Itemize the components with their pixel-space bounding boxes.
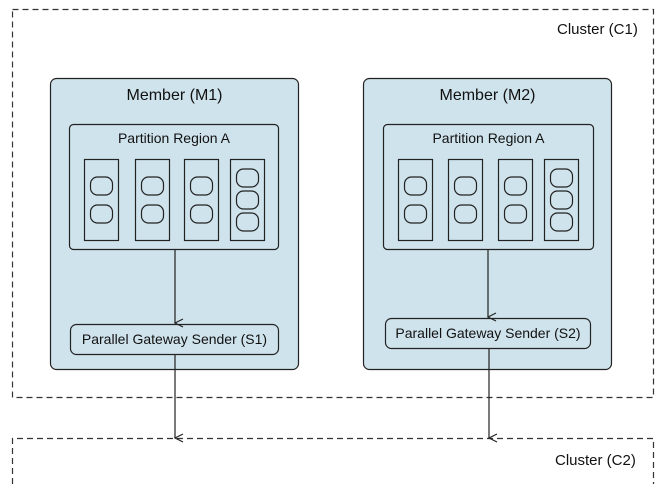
partition-region-m1-label: Partition Region A bbox=[117, 130, 231, 146]
bucket-entry bbox=[549, 168, 574, 188]
bucket-column bbox=[447, 158, 484, 242]
bucket-column bbox=[183, 158, 220, 242]
bucket-entry bbox=[189, 204, 214, 224]
bucket-entry bbox=[235, 190, 260, 210]
cluster-c2-boundary bbox=[11, 437, 655, 484]
member-m2-label: Member (M2) bbox=[439, 87, 536, 104]
cluster-c1-boundary bbox=[11, 8, 655, 399]
partition-region-m2-box bbox=[382, 123, 595, 251]
bucket-column bbox=[134, 158, 171, 242]
sender-s2-label: Parallel Gateway Sender (S2) bbox=[395, 325, 581, 341]
cluster-c1-label: Cluster (C1) bbox=[557, 21, 638, 38]
bucket-entry bbox=[403, 176, 428, 196]
bucket-entry bbox=[140, 176, 165, 196]
bucket-column bbox=[397, 158, 434, 242]
bucket-group-m2 bbox=[397, 158, 580, 242]
bucket-entry bbox=[403, 204, 428, 224]
bucket-entry bbox=[549, 212, 574, 232]
bucket-entry bbox=[503, 204, 528, 224]
bucket-group-m1 bbox=[83, 158, 266, 242]
partition-region-m2-label: Partition Region A bbox=[432, 130, 545, 146]
cluster-c2-label: Cluster (C2) bbox=[555, 452, 636, 469]
bucket-column bbox=[83, 158, 120, 242]
bucket-entry bbox=[235, 168, 260, 188]
bucket-entry bbox=[89, 204, 114, 224]
sender-s1-label: Parallel Gateway Sender (S1) bbox=[81, 331, 268, 347]
bucket-entry bbox=[235, 212, 260, 232]
member-m1-label: Member (M1) bbox=[126, 87, 223, 104]
bucket-entry bbox=[453, 176, 478, 196]
bucket-entry bbox=[189, 176, 214, 196]
bucket-entry bbox=[549, 190, 574, 210]
partition-region-m1-box bbox=[68, 123, 280, 251]
bucket-column bbox=[497, 158, 534, 242]
bucket-entry bbox=[503, 176, 528, 196]
bucket-entry bbox=[89, 176, 114, 196]
bucket-entry bbox=[453, 204, 478, 224]
bucket-entry bbox=[140, 204, 165, 224]
